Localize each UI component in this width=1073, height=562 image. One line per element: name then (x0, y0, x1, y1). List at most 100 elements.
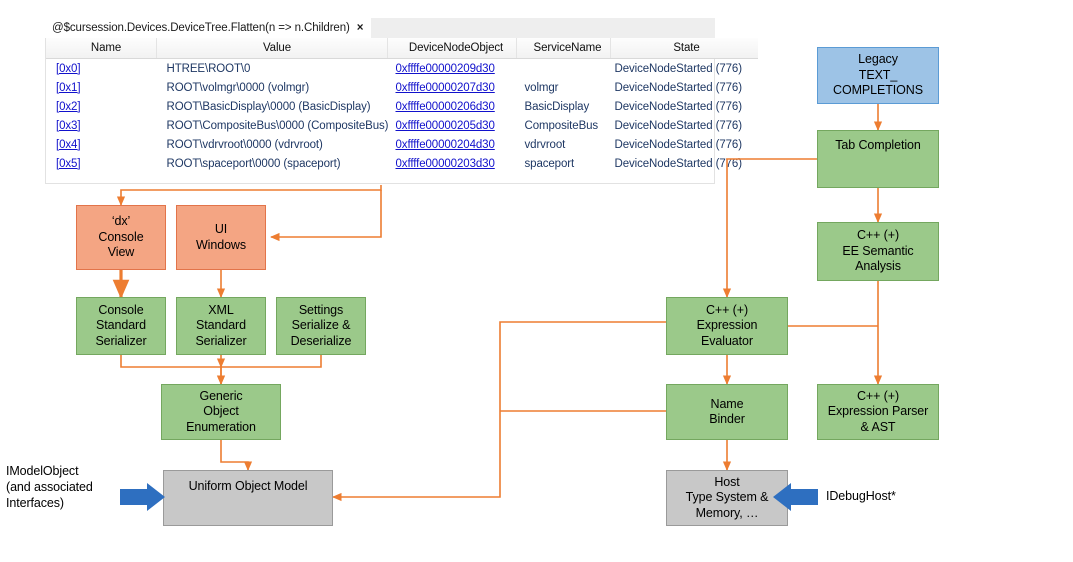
node-tab-completion[interactable]: Tab Completion (817, 130, 939, 188)
node-line: Deserialize (290, 333, 352, 348)
cell-state: DeviceNodeStarted (776) (614, 157, 743, 170)
cell-state: DeviceNodeStarted (776) (614, 138, 743, 151)
wire-console-serializer-to-generic (120, 355, 226, 385)
device-tree-table[interactable]: Name Value DeviceNodeObject ServiceName … (45, 38, 758, 184)
node-line: Evaluator (701, 333, 753, 348)
cell-servicename: BasicDisplay (524, 100, 590, 113)
node-xml-standard-serializer[interactable]: XML Standard Serializer (176, 297, 266, 355)
node-line: Analysis (855, 259, 901, 274)
node-line: Host (714, 474, 740, 489)
label-imodelobject-line3: Interfaces) (6, 496, 64, 510)
devicenodeobject-link[interactable]: 0xffffe00000207d30 (395, 81, 495, 94)
cell-devicenodeobject[interactable]: 0xffffe00000205d30 (388, 116, 517, 135)
node-line: Memory, … (695, 505, 759, 520)
tab-device-tree-query[interactable]: @$cursession.Devices.DeviceTree.Flatten(… (45, 18, 371, 38)
node-line: Legacy (858, 52, 898, 67)
label-imodelobject-line2: (and associated (6, 480, 93, 494)
node-ui-windows[interactable]: UI Windows (176, 205, 266, 270)
table-row[interactable]: [0x5] ROOT\spaceport\0000 (spaceport) 0x… (46, 154, 758, 173)
node-ee-semantic-analysis[interactable]: C++ (+) EE Semantic Analysis (817, 222, 939, 281)
node-expression-parser-ast[interactable]: C++ (+) Expression Parser & AST (817, 384, 939, 440)
node-line: Settings (298, 302, 344, 317)
cell-state: DeviceNodeStarted (776) (614, 81, 743, 94)
node-line: XML (208, 302, 234, 317)
cell-name[interactable]: [0x1] (46, 78, 157, 97)
cell-state: DeviceNodeStarted (776) (614, 100, 743, 113)
label-imodelobject: IModelObject (and associated Interfaces) (6, 463, 121, 511)
devicenodeobject-link[interactable]: 0xffffe00000204d30 (395, 138, 495, 151)
node-console-standard-serializer[interactable]: Console Standard Serializer (76, 297, 166, 355)
cell-servicename: spaceport (524, 157, 575, 170)
node-line: & AST (860, 419, 896, 434)
node-name-binder[interactable]: Name Binder (666, 384, 788, 440)
node-line: Standard (196, 318, 246, 333)
column-header-value[interactable]: Value (156, 38, 388, 59)
devicenodeobject-link[interactable]: 0xffffe00000206d30 (395, 100, 495, 113)
column-header-name[interactable]: Name (46, 38, 157, 59)
column-header-state[interactable]: State (610, 38, 758, 59)
node-line: C++ (+) (705, 302, 749, 317)
cell-value: ROOT\BasicDisplay\0000 (BasicDisplay) (166, 100, 371, 113)
node-expression-evaluator[interactable]: C++ (+) Expression Evaluator (666, 297, 788, 355)
node-generic-object-enumeration[interactable]: Generic Object Enumeration (161, 384, 281, 440)
cell-value: ROOT\volmgr\0000 (volmgr) (166, 81, 310, 94)
cell-devicenodeobject[interactable]: 0xffffe00000206d30 (388, 97, 517, 116)
node-dx-console-view[interactable]: ‘dx’ Console View (76, 205, 166, 270)
name-link[interactable]: [0x1] (56, 81, 81, 94)
node-uniform-object-model[interactable]: Uniform Object Model (163, 470, 333, 526)
table-row[interactable]: [0x4] ROOT\vdrvroot\0000 (vdrvroot) 0xff… (46, 135, 758, 154)
cell-name[interactable]: [0x2] (46, 97, 157, 116)
node-line: Serializer (195, 333, 247, 348)
debugger-data-grid-window: @$cursession.Devices.DeviceTree.Flatten(… (45, 18, 758, 184)
wire-grid-to-ui-windows (270, 190, 382, 242)
node-line: ‘dx’ (111, 214, 131, 229)
close-icon[interactable]: × (356, 22, 364, 34)
node-line: EE Semantic (842, 243, 914, 258)
node-line: Serialize & (291, 318, 351, 333)
node-settings-serialize-deserialize[interactable]: Settings Serialize & Deserialize (276, 297, 366, 355)
node-line: COMPLETIONS (833, 83, 923, 98)
node-line: Standard (96, 318, 146, 333)
name-link[interactable]: [0x2] (56, 100, 81, 113)
node-line: Type System & (685, 490, 769, 505)
name-link[interactable]: [0x4] (56, 138, 81, 151)
table-row[interactable]: [0x3] ROOT\CompositeBus\0000 (CompositeB… (46, 116, 758, 135)
devicenodeobject-link[interactable]: 0xffffe00000205d30 (395, 119, 495, 132)
name-link[interactable]: [0x5] (56, 157, 81, 170)
wire-grid-to-dx-console (116, 185, 382, 206)
node-host-type-system[interactable]: Host Type System & Memory, … (666, 470, 788, 526)
table-row[interactable]: [0x1] ROOT\volmgr\0000 (volmgr) 0xffffe0… (46, 78, 758, 97)
table-row[interactable]: [0x2] ROOT\BasicDisplay\0000 (BasicDispl… (46, 97, 758, 116)
devicenodeobject-link[interactable]: 0xffffe00000203d30 (395, 157, 495, 170)
node-line: Enumeration (186, 419, 256, 434)
cell-name[interactable]: [0x3] (46, 116, 157, 135)
wire-generic-to-uniform (220, 440, 253, 471)
cell-servicename: CompositeBus (524, 119, 599, 132)
node-line: Binder (709, 412, 745, 426)
cell-devicenodeobject[interactable]: 0xffffe00000209d30 (388, 59, 517, 79)
cell-devicenodeobject[interactable]: 0xffffe00000204d30 (388, 135, 517, 154)
wire-evaluator-to-uniform-object-model (332, 321, 666, 502)
column-header-servicename[interactable]: ServiceName (516, 38, 611, 59)
cell-name[interactable]: [0x5] (46, 154, 157, 173)
node-legacy-text-completions[interactable]: Legacy TEXT_ COMPLETIONS (817, 47, 939, 104)
cell-servicename (517, 59, 611, 79)
cell-devicenodeobject[interactable]: 0xffffe00000203d30 (388, 154, 517, 173)
name-link[interactable]: [0x0] (56, 62, 81, 75)
cell-name[interactable]: [0x0] (46, 59, 157, 79)
cell-value: HTREE\ROOT\0 (166, 62, 251, 75)
table-row[interactable]: [0x0] HTREE\ROOT\0 0xffffe00000209d30 De… (46, 59, 758, 79)
cell-name[interactable]: [0x4] (46, 135, 157, 154)
cell-state: DeviceNodeStarted (776) (614, 62, 743, 75)
devicenodeobject-link[interactable]: 0xffffe00000209d30 (395, 62, 495, 75)
label-imodelobject-line1: IModelObject (6, 464, 79, 478)
node-line: Uniform Object Model (188, 479, 308, 493)
node-line: Console (98, 229, 144, 244)
node-line: C++ (+) (856, 228, 900, 243)
cell-devicenodeobject[interactable]: 0xffffe00000207d30 (388, 78, 517, 97)
name-link[interactable]: [0x3] (56, 119, 81, 132)
cell-value: ROOT\spaceport\0000 (spaceport) (166, 157, 341, 170)
label-idebughost: IDebugHost* (826, 489, 896, 503)
node-line: UI (214, 222, 228, 236)
column-header-devicenodeobject[interactable]: DeviceNodeObject (387, 38, 517, 59)
